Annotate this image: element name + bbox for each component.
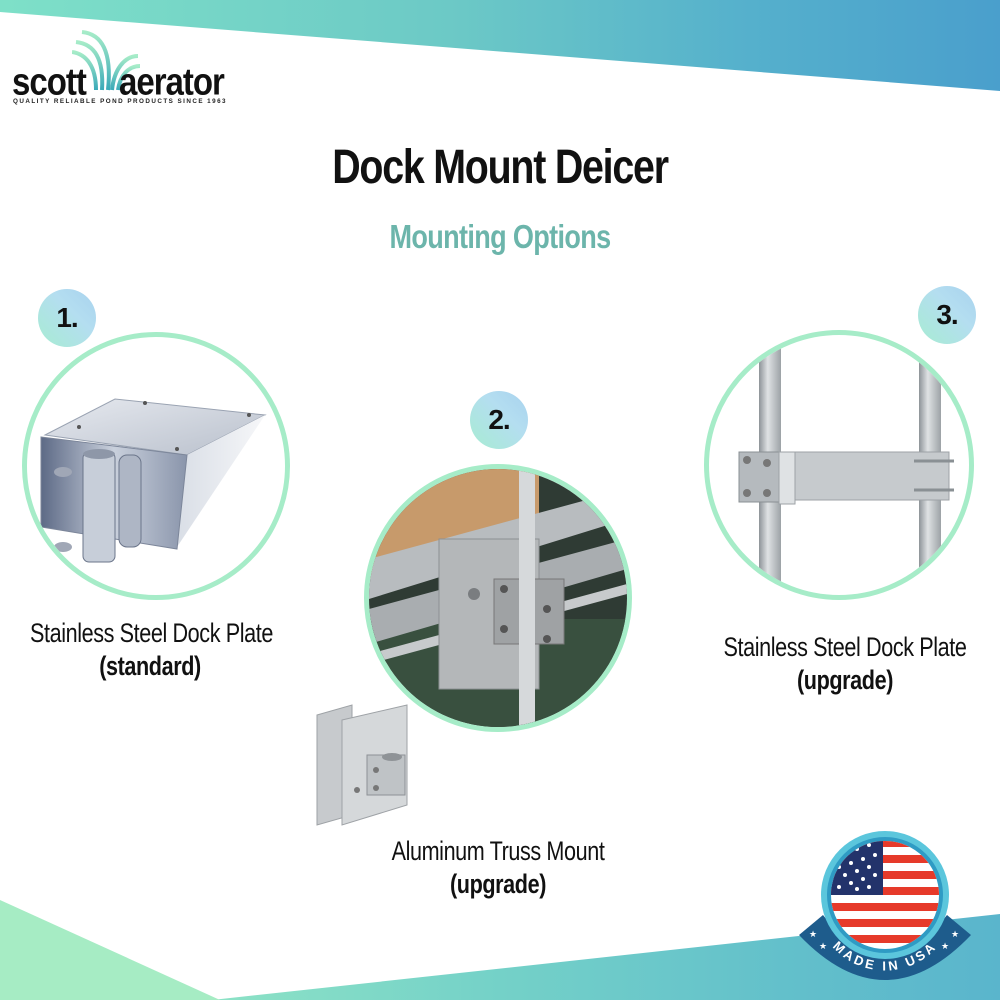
made-in-usa-badge: MADE IN USA ★ ★ ★ ★ [799, 831, 971, 980]
logo-tagline: QUALITY RELIABLE POND PRODUCTS SINCE 196… [13, 98, 227, 105]
option-3-caption: Stainless Steel Dock Plate (upgrade) [721, 632, 969, 696]
option-3-tier: (upgrade) [797, 665, 893, 695]
svg-text:★: ★ [809, 929, 817, 939]
logo-word-scott: scott [12, 60, 87, 103]
option-1-tier: (standard) [99, 651, 201, 681]
option-1-name: Stainless Steel Dock Plate [30, 618, 273, 648]
truss-mount-bracket-icon [316, 704, 408, 826]
option-2-tier: (upgrade) [450, 869, 546, 899]
option-2-name: Aluminum Truss Mount [391, 836, 605, 866]
dock-plate-bracket-icon [40, 398, 267, 563]
logo-swoosh-icon [72, 30, 141, 91]
brand-logo: scott aerator QUALITY RELIABLE POND PROD… [12, 30, 242, 105]
option-1-number-badge: 1. [38, 289, 96, 347]
option-3-number-badge: 3. [918, 286, 976, 344]
truss-mount-photo-icon [369, 469, 627, 727]
logo-word-aerator: aerator [119, 60, 225, 103]
page-subtitle: Mounting Options [389, 218, 612, 255]
svg-text:★: ★ [951, 929, 959, 939]
option-1-caption: Stainless Steel Dock Plate (standard) [30, 618, 273, 682]
svg-text:★: ★ [941, 941, 949, 951]
option-2-image-frame [364, 464, 632, 732]
option-3-name: Stainless Steel Dock Plate [723, 632, 967, 662]
page-title: Dock Mount Deicer [332, 141, 669, 194]
option-2-number-badge: 2. [470, 391, 528, 449]
option-2-caption: Aluminum Truss Mount (upgrade) [362, 836, 634, 900]
pole-bar-mount-icon [738, 335, 954, 595]
bottom-left-decoration [0, 900, 220, 1000]
option-1-image-frame [22, 332, 290, 600]
svg-text:★: ★ [819, 941, 827, 951]
option-3-image-frame [704, 330, 974, 600]
